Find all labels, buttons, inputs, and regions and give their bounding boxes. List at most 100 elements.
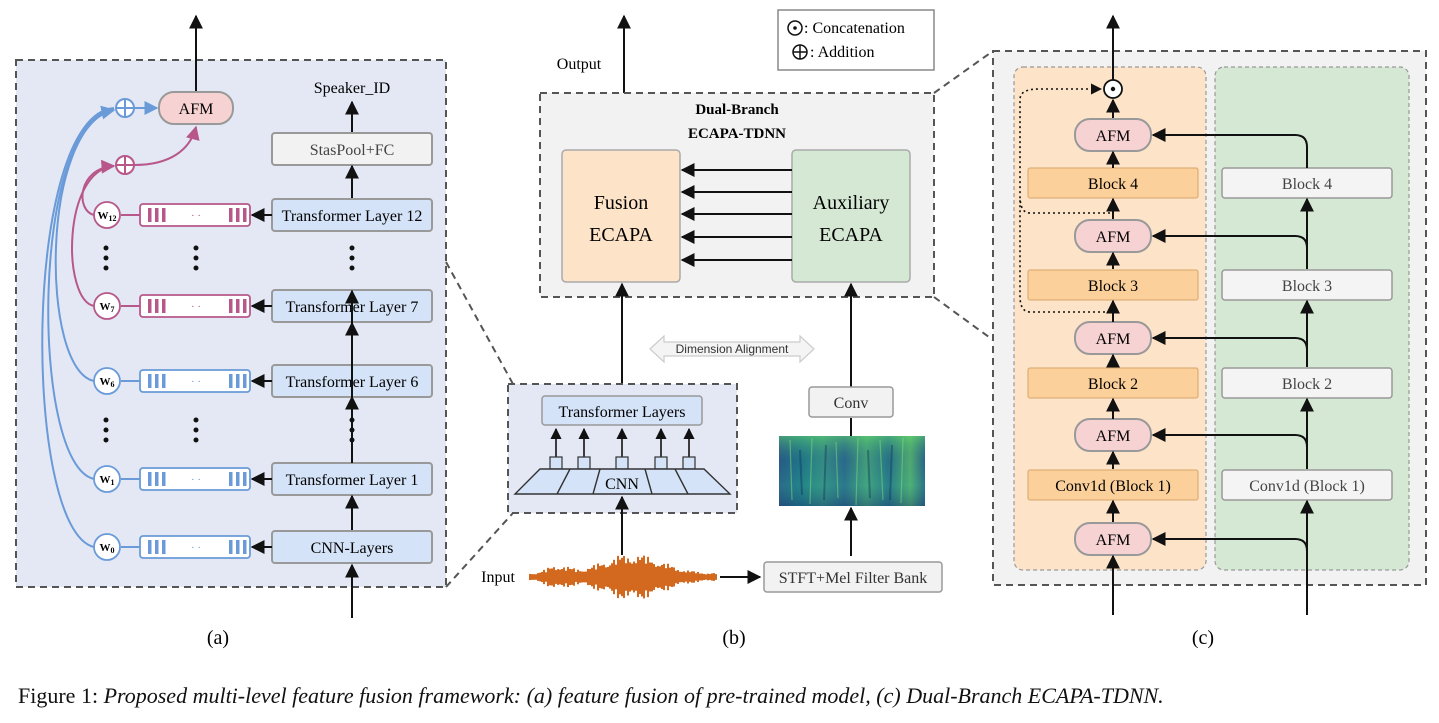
weight-label: W7 [100, 301, 115, 314]
afm-node-label: AFM [1096, 428, 1131, 445]
spectrogram-image [779, 436, 925, 506]
weight-main: W [100, 376, 111, 388]
afm-node-label: AFM [1096, 532, 1131, 549]
layer-row: Transformer Layer 12 · · W12 [93, 198, 433, 232]
legend-box [777, 9, 935, 71]
dual-branch-title-2: ECAPA-TDNN [688, 126, 786, 142]
afm-node-label: AFM [1096, 331, 1131, 348]
feature-bar [243, 540, 247, 554]
feature-bar [229, 208, 233, 222]
feature-bar [243, 472, 247, 486]
pink-weight-curves [71, 159, 116, 307]
addition-icon [115, 155, 135, 175]
aux-to-fusion-arrows [680, 163, 792, 267]
feature-bar [229, 374, 233, 388]
caption-prefix: Figure 1: [18, 683, 104, 708]
blue-weight-curves [41, 105, 116, 548]
afm-node-label: AFM [1096, 229, 1131, 246]
fusion-block-label: Conv1d (Block 1) [1055, 478, 1171, 495]
connector-a-b-top [445, 261, 514, 385]
figure-caption: Figure 1: Proposed multi-level feature f… [18, 683, 1428, 709]
feature-bar [236, 472, 240, 486]
feature-bar [162, 299, 166, 313]
panel-a-label: (a) [207, 627, 229, 649]
weight-label: W0 [100, 542, 115, 555]
transformer-layers-label: Transformer Layers [559, 404, 686, 421]
caption-text: Proposed multi-level feature fusion fram… [103, 683, 1164, 708]
feature-ellipsis: · · [191, 474, 201, 486]
feature-ellipsis: · · [191, 210, 201, 222]
feature-bar [155, 540, 159, 554]
feature-bar [155, 472, 159, 486]
weight-label: W6 [100, 376, 115, 389]
feature-bar [162, 540, 166, 554]
connector-a-b-bottom [445, 512, 514, 588]
feature-bar [243, 374, 247, 388]
weight-sub: 1 [111, 478, 115, 487]
feature-bar [148, 472, 152, 486]
weight-sub: 6 [111, 380, 115, 389]
weight-main: W [98, 210, 109, 222]
feature-ellipsis: · · [191, 542, 201, 554]
auxiliary-block-label: Block 2 [1282, 376, 1332, 393]
afm-node-label: AFM [1096, 128, 1131, 145]
weight-main: W [100, 474, 111, 486]
cnn-token-arrows [550, 427, 695, 458]
layer-label: Transformer Layer 12 [282, 208, 423, 225]
panel-b-label: (b) [722, 627, 745, 649]
weight-label: W1 [100, 474, 115, 487]
feature-bar [236, 299, 240, 313]
panel-c-label: (c) [1192, 627, 1214, 649]
conv-label: Conv [834, 395, 869, 412]
layer-row: Transformer Layer 6· ·W6 [93, 364, 433, 398]
auxiliary-block-label: Block 3 [1282, 278, 1332, 295]
feature-bar [155, 208, 159, 222]
auxiliary-ecapa-line2: ECAPA [819, 224, 883, 246]
feature-bar [162, 208, 166, 222]
cnn-trapezoid [513, 468, 732, 495]
speaker-id-label: Speaker_ID [314, 80, 390, 97]
layer-label: CNN-Layers [311, 540, 394, 557]
figure-canvas: AFM Speaker_ID StasPool+FC Transformer L… [15, 9, 1427, 649]
conv-box [808, 386, 894, 418]
feature-bar [162, 374, 166, 388]
auxiliary-block-label: Conv1d (Block 1) [1249, 478, 1365, 495]
fusion-ecapa-line2: ECAPA [589, 224, 653, 246]
weight-label: W12 [98, 210, 117, 223]
cross-branch-arrow [1151, 428, 1308, 469]
feature-bar [148, 374, 152, 388]
output-label: Output [557, 56, 602, 73]
feature-bar [243, 299, 247, 313]
connector-b-c-bottom [933, 296, 994, 341]
vertical-ellipsis [103, 245, 355, 443]
pink-plus-to-afm-curve [133, 125, 200, 166]
layer-row: Transformer Layer 1· ·W1 [93, 462, 433, 496]
dotted-skip-lines [1019, 83, 1110, 313]
legend-concat-label: : Concatenation [804, 20, 905, 37]
input-label: Input [481, 569, 515, 586]
layer-row: CNN-Layers · · W0 [93, 530, 433, 564]
fusion-block-label: Block 3 [1088, 278, 1138, 295]
panel-a: AFM Speaker_ID StasPool+FC Transformer L… [15, 14, 447, 649]
weight-sub: 0 [111, 546, 115, 555]
weight-sub: 12 [109, 214, 117, 223]
feature-ellipsis: · · [191, 376, 201, 388]
feature-bar [236, 540, 240, 554]
addition-icon [115, 98, 135, 118]
auxiliary-ecapa-line1: Auxiliary [813, 192, 890, 214]
feature-bar [148, 299, 152, 313]
feature-bar [155, 299, 159, 313]
input-waveform [529, 555, 717, 599]
panel-b: : Concatenation : Addition Output Dual-B… [481, 9, 943, 649]
feature-bar [236, 374, 240, 388]
dimension-alignment-label: Dimension Alignment [676, 342, 789, 356]
feature-bar [148, 540, 152, 554]
connector-b-c-top [933, 50, 994, 94]
feature-bar [229, 299, 233, 313]
feature-bar [148, 208, 152, 222]
feature-bar [229, 540, 233, 554]
feature-bar [162, 472, 166, 486]
